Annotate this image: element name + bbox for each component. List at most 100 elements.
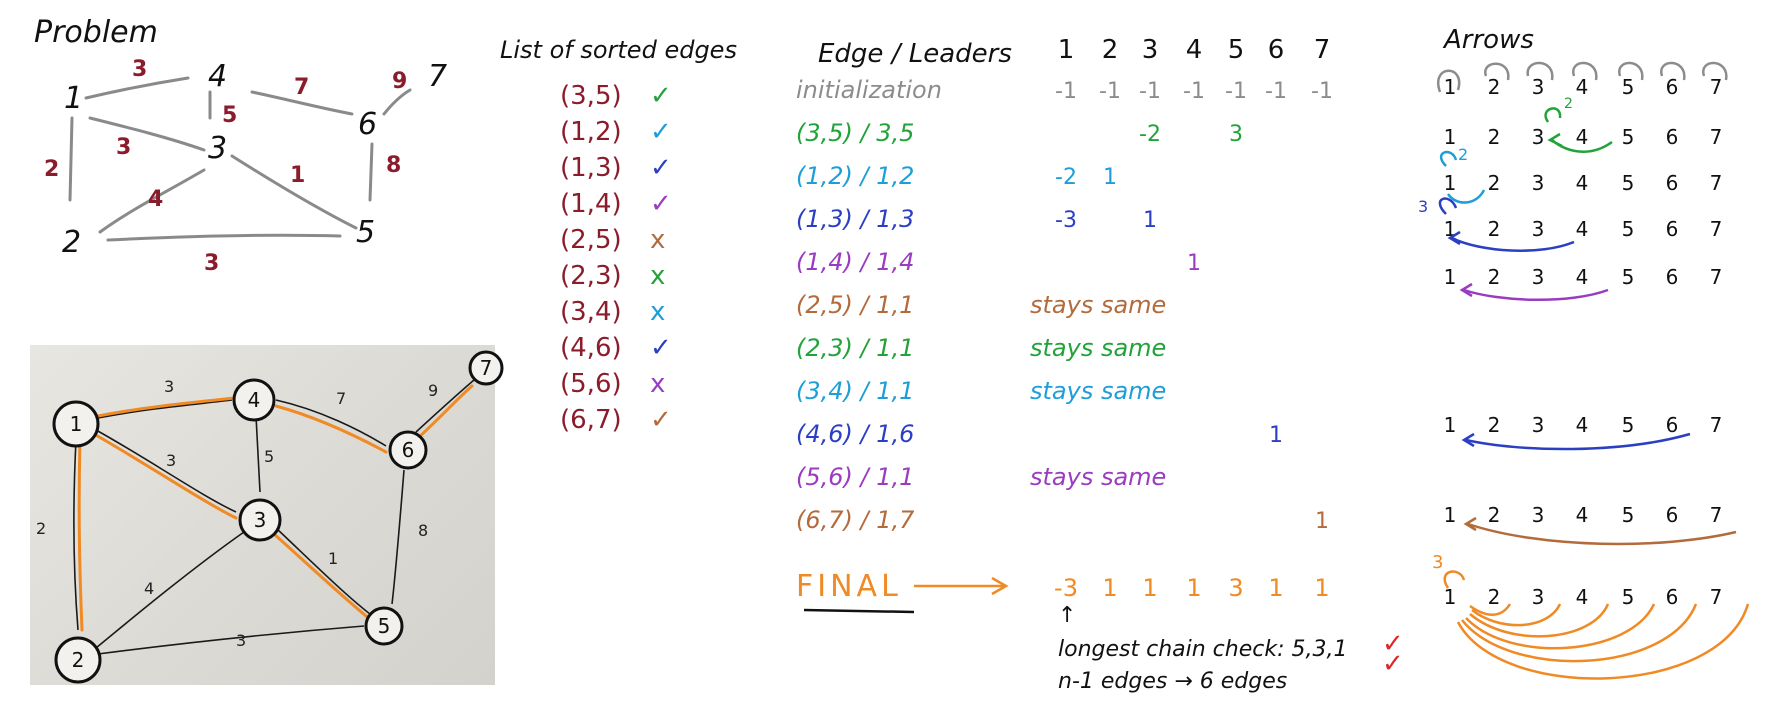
arrow-row1-num-6: 6 <box>1666 125 1679 149</box>
table-column-5: 5 <box>1228 35 1245 65</box>
table-row-note-8: stays same <box>1030 377 1166 405</box>
arrow-row5-num-4: 4 <box>1576 413 1589 437</box>
photo-weight-3-5: 1 <box>328 549 338 568</box>
problem-edge-1-2 <box>68 116 74 202</box>
arrow-blue-self-1 <box>1438 197 1458 215</box>
photo-mst-3-5 <box>272 532 378 626</box>
photo-mst-1-4 <box>96 396 236 418</box>
table-header: Edge / Leaders <box>818 39 1012 69</box>
table-cell-r1-c4: -1 <box>1183 79 1205 104</box>
table-row-label-2: (3,5) / 3,5 <box>796 119 914 147</box>
photo-edge-3-2 <box>95 531 245 649</box>
final-value-2: 1 <box>1102 574 1117 602</box>
photo-node-2: 2 <box>72 648 85 672</box>
table-row-note-6: stays same <box>1030 291 1166 319</box>
arrow-orange-self-1 <box>1443 570 1466 589</box>
arrow-row7-num-4: 4 <box>1576 585 1589 609</box>
problem-weight-4-6: 7 <box>294 75 309 100</box>
table-row-label-5: (1,4) / 1,4 <box>796 248 914 276</box>
problem-edge-6-5 <box>368 142 374 202</box>
sorted-edge-mark-7: x <box>650 297 665 327</box>
arrow-row1-num-3: 3 <box>1532 125 1545 149</box>
arrows-title: Arrows <box>1442 25 1534 55</box>
sorted-edge-mark-10: ✓ <box>650 405 672 435</box>
photo-edge-6-7 <box>415 379 475 433</box>
photo-node-1-circle <box>52 400 100 448</box>
arrow-row0-self-3 <box>1526 61 1554 81</box>
photo-node-5: 5 <box>378 614 391 638</box>
problem-edge-4-6 <box>250 90 354 116</box>
table-row-label-9: (4,6) / 1,6 <box>796 420 914 448</box>
table-cell-r11-c7: 1 <box>1315 509 1329 534</box>
arrow-row5-num-5: 5 <box>1622 413 1635 437</box>
arrow-row1-num-5: 5 <box>1622 125 1635 149</box>
arrow-row0-self-1 <box>1437 69 1461 93</box>
table-row-label-8: (3,4) / 1,1 <box>796 377 914 405</box>
photo-node-4-circle <box>232 378 276 422</box>
photo-mst-1-3 <box>92 432 238 520</box>
arrow-row0-self-4 <box>1572 61 1598 81</box>
problem-node-2: 2 <box>62 225 81 260</box>
problem-node-4: 4 <box>208 59 227 94</box>
arrow-row2-num-2: 2 <box>1488 171 1501 195</box>
arrow-row5-num-3: 3 <box>1532 413 1545 437</box>
arrow-row6-num-1: 1 <box>1444 503 1457 527</box>
photo-edge-1-2 <box>73 439 79 631</box>
arrow-row6-num-4: 4 <box>1576 503 1589 527</box>
photo-node-3-circle <box>238 498 282 542</box>
table-row-note-7: stays same <box>1030 334 1166 362</box>
arrow-row4-num-6: 6 <box>1666 265 1679 289</box>
arrow-orange-self-label: 3 <box>1432 552 1443 573</box>
final-value-5: 3 <box>1228 574 1243 602</box>
arrow-blue-self-label: 3 <box>1418 197 1428 216</box>
photo-weight-4-3: 5 <box>264 447 274 466</box>
problem-edge-6-7 <box>382 88 412 116</box>
arrow-row3-num-5: 5 <box>1622 217 1635 241</box>
sorted-edge-mark-3: ✓ <box>650 153 672 183</box>
sorted-edge-7: (3,4) <box>560 297 622 327</box>
arrow-row6-num-5: 5 <box>1622 503 1635 527</box>
arrow-row4-num-2: 2 <box>1488 265 1501 289</box>
photo-edge-4-6 <box>275 399 387 447</box>
arrow-row0-self-2 <box>1484 62 1510 81</box>
table-column-3: 3 <box>1142 35 1159 65</box>
photo-edge-4-3 <box>255 415 261 493</box>
arrow-cyan-self-label: 2 <box>1458 145 1468 164</box>
sorted-edge-mark-8: ✓ <box>650 333 672 363</box>
table-cell-r1-c3: -1 <box>1139 79 1161 104</box>
note-longest-chain: longest chain check: 5,3,1 <box>1058 637 1347 662</box>
problem-weight-3-2: 4 <box>148 187 163 212</box>
arrow-purple-4-to-1 <box>1459 282 1609 301</box>
photo-weight-1-3: 3 <box>166 451 176 470</box>
arrow-blue-6-to-1 <box>1461 432 1691 451</box>
arrow-row0-num-4: 4 <box>1576 75 1589 99</box>
problem-node-6: 6 <box>358 107 377 142</box>
photo-mst-6-7 <box>416 384 474 440</box>
problem-edge-2-5 <box>106 233 342 242</box>
sorted-edge-1: (3,5) <box>560 81 622 111</box>
problem-weight-2-5: 3 <box>204 251 219 276</box>
table-cell-r5-c4: 1 <box>1187 251 1201 276</box>
arrow-row0-num-2: 2 <box>1488 75 1501 99</box>
arrow-orange-5-to-1 <box>1465 603 1656 650</box>
final-caret: ↑ <box>1058 603 1076 628</box>
table-cell-r2-c5: 3 <box>1229 122 1243 147</box>
problem-weight-6-7: 9 <box>392 69 407 94</box>
arrow-cyan-self-1 <box>1439 150 1458 167</box>
arrow-row1-num-7: 7 <box>1710 125 1723 149</box>
table-column-2: 2 <box>1102 35 1119 65</box>
problem-weight-1-4: 3 <box>132 57 147 82</box>
sorted-edge-mark-4: ✓ <box>650 189 672 219</box>
note-edge-count-check: ✓ <box>1382 649 1404 679</box>
table-row-label-7: (2,3) / 1,1 <box>796 334 914 362</box>
arrow-row0-num-3: 3 <box>1532 75 1545 99</box>
table-column-7: 7 <box>1314 35 1331 65</box>
table-cell-r1-c6: -1 <box>1265 79 1287 104</box>
table-row-label-4: (1,3) / 1,3 <box>796 205 914 233</box>
sorted-edge-2: (1,2) <box>560 117 622 147</box>
arrow-row3-num-7: 7 <box>1710 217 1723 241</box>
problem-title: Problem <box>34 15 158 50</box>
arrow-row7-num-6: 6 <box>1666 585 1679 609</box>
table-cell-r2-c3: -2 <box>1139 122 1161 147</box>
